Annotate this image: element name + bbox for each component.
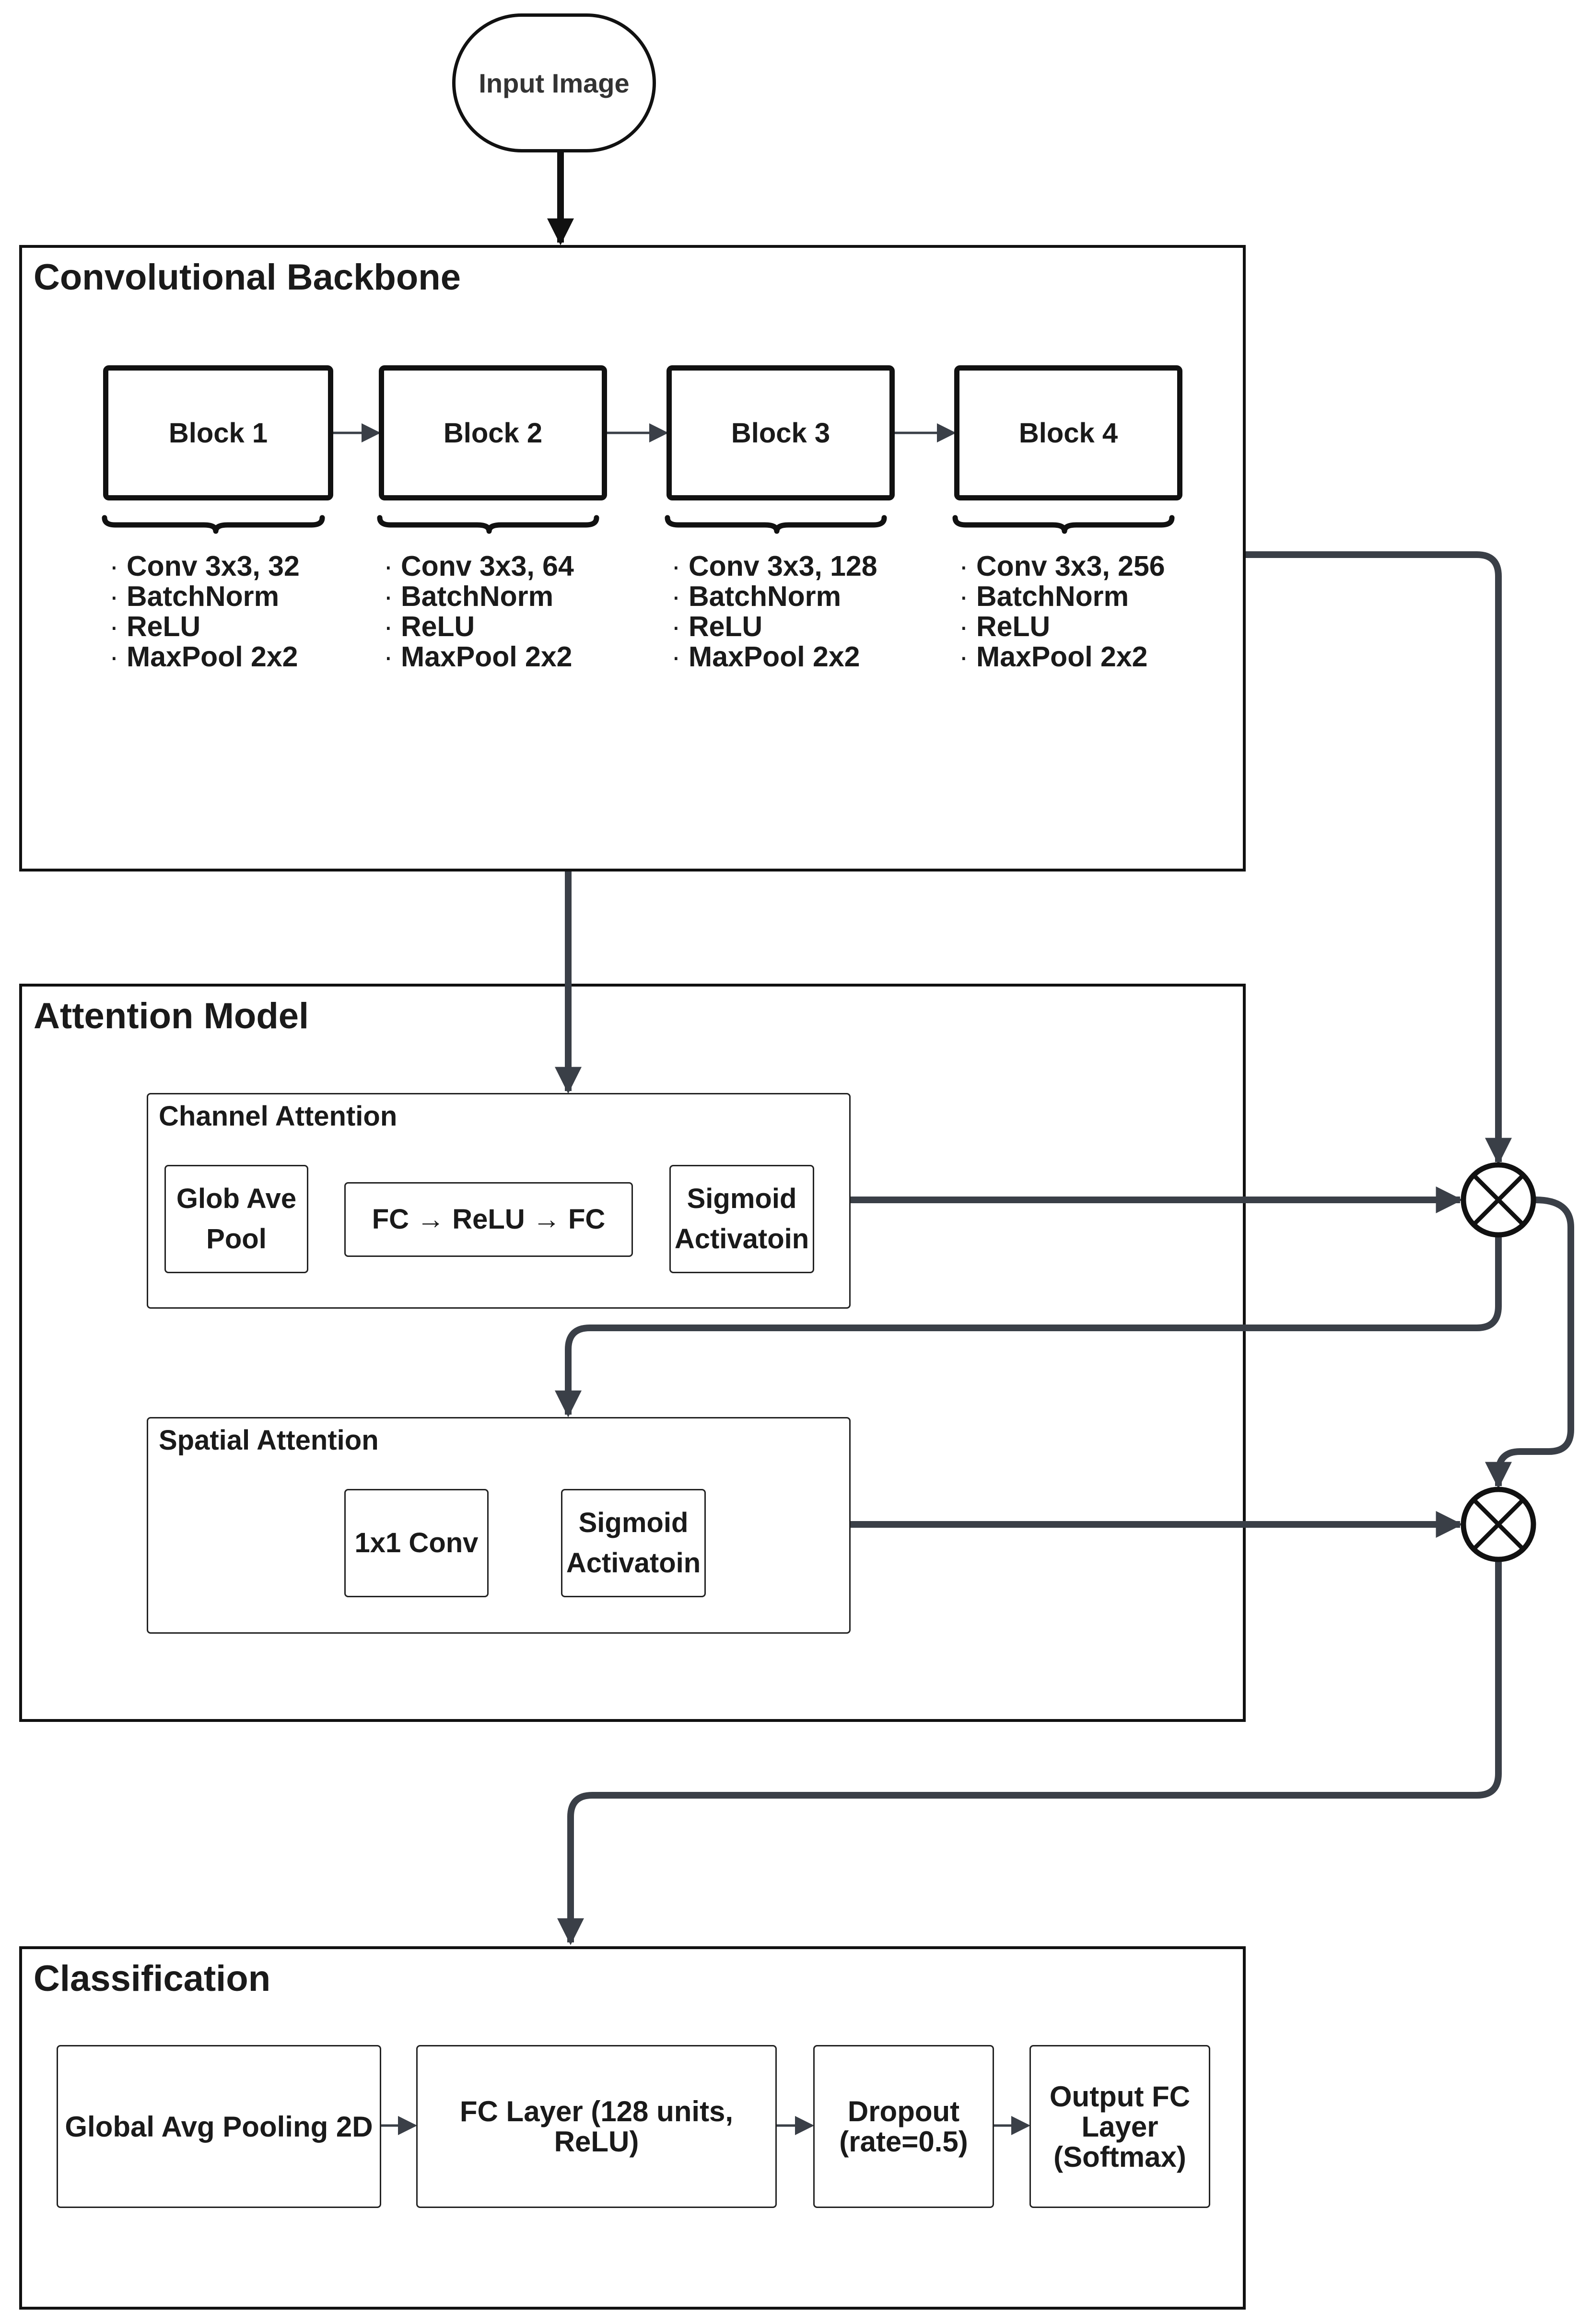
block-3-brace — [665, 515, 887, 534]
fc-relu-fc-label: FC → ReLU → FC — [372, 1203, 606, 1235]
block-1-op: BatchNorm — [109, 581, 300, 612]
block-1-op: ReLU — [109, 612, 300, 642]
conv-1x1-box: 1x1 Conv — [344, 1489, 489, 1597]
multiply-node-2 — [1461, 1487, 1536, 1562]
block-2: Block 2 — [379, 365, 607, 500]
block-1-op: Conv 3x3, 32 — [109, 551, 300, 581]
block-2-label: Block 2 — [443, 417, 543, 449]
glob-ave-pool-line1: Glob Ave — [176, 1183, 297, 1214]
block-3-label: Block 3 — [731, 417, 830, 449]
multiply-node-1 — [1461, 1162, 1536, 1238]
spatial-sigmoid-line2: Activatoin — [566, 1547, 701, 1579]
channel-sigmoid-box: Sigmoid Activatoin — [669, 1165, 814, 1273]
arrow-mult1-to-spatial — [555, 1237, 1502, 1418]
block-3-op: Conv 3x3, 128 — [671, 551, 877, 581]
block-4-brace — [952, 515, 1175, 534]
conv-1x1-label: 1x1 Conv — [354, 1527, 479, 1558]
channel-sigmoid-line1: Sigmoid — [687, 1183, 797, 1214]
block-3-op: ReLU — [671, 612, 877, 642]
block-4: Block 4 — [954, 365, 1182, 500]
block-4-label: Block 4 — [1018, 417, 1118, 449]
global-avg-pooling-box: Global Avg Pooling 2D — [57, 2045, 381, 2208]
block-4-ops: Conv 3x3, 256 BatchNorm ReLU MaxPool 2x2 — [959, 551, 1165, 672]
output-fc-box: Output FC Layer (Softmax) — [1029, 2045, 1210, 2208]
block-1-ops: Conv 3x3, 32 BatchNorm ReLU MaxPool 2x2 — [109, 551, 300, 672]
output-fc-line1: Output FC — [1049, 2080, 1191, 2113]
dropout-box: Dropout (rate=0.5) — [813, 2045, 994, 2208]
block-2-op: BatchNorm — [384, 581, 574, 612]
block-1-label: Block 1 — [168, 417, 268, 449]
channel-attention-title: Channel Attention — [159, 1101, 398, 1132]
block-4-op: Conv 3x3, 256 — [959, 551, 1165, 581]
arrow-mult2-to-classification — [557, 1562, 1502, 1945]
classification-title: Classification — [34, 1958, 271, 1999]
block-3-ops: Conv 3x3, 128 BatchNorm ReLU MaxPool 2x2 — [671, 551, 877, 672]
block-2-op: ReLU — [384, 612, 574, 642]
block-3-op: BatchNorm — [671, 581, 877, 612]
spatial-attention-title: Spatial Attention — [159, 1425, 379, 1456]
block-1: Block 1 — [103, 365, 333, 500]
output-fc-line3: (Softmax) — [1053, 2140, 1186, 2173]
glob-ave-pool-box: Glob Ave Pool — [164, 1165, 308, 1273]
block-3-op: MaxPool 2x2 — [671, 642, 877, 672]
arrow-backbone-skip — [1246, 551, 1512, 1165]
block-4-op: MaxPool 2x2 — [959, 642, 1165, 672]
output-fc-line2: Layer — [1081, 2110, 1158, 2143]
fc-layer-box: FC Layer (128 units, ReLU) — [416, 2045, 777, 2208]
dropout-line1: Dropout — [847, 2095, 960, 2127]
arrow-mult1-to-mult2 — [1485, 1197, 1574, 1489]
fc-layer-line2: ReLU) — [554, 2126, 639, 2158]
block-2-op: MaxPool 2x2 — [384, 642, 574, 672]
spatial-sigmoid-box: Sigmoid Activatoin — [561, 1489, 706, 1597]
block-1-brace — [102, 515, 325, 534]
fc-layer-line1: FC Layer (128 units, — [459, 2095, 734, 2127]
glob-ave-pool-line2: Pool — [206, 1223, 267, 1255]
block-3: Block 3 — [666, 365, 895, 500]
channel-sigmoid-line2: Activatoin — [674, 1223, 809, 1255]
fc-relu-fc-box: FC → ReLU → FC — [344, 1182, 633, 1257]
spatial-sigmoid-line1: Sigmoid — [578, 1507, 689, 1538]
spatial-attention-panel: Spatial Attention — [147, 1417, 851, 1634]
block-4-op: ReLU — [959, 612, 1165, 642]
input-image-node: Input Image — [452, 13, 656, 152]
block-2-op: Conv 3x3, 64 — [384, 551, 574, 581]
block-4-op: BatchNorm — [959, 581, 1165, 612]
input-image-label: Input Image — [479, 68, 630, 98]
attention-title: Attention Model — [34, 996, 309, 1036]
dropout-line2: (rate=0.5) — [839, 2126, 968, 2158]
block-2-brace — [377, 515, 599, 534]
block-1-op: MaxPool 2x2 — [109, 642, 300, 672]
global-avg-pooling-label: Global Avg Pooling 2D — [65, 2110, 373, 2143]
block-2-ops: Conv 3x3, 64 BatchNorm ReLU MaxPool 2x2 — [384, 551, 574, 672]
backbone-title: Convolutional Backbone — [34, 257, 461, 298]
